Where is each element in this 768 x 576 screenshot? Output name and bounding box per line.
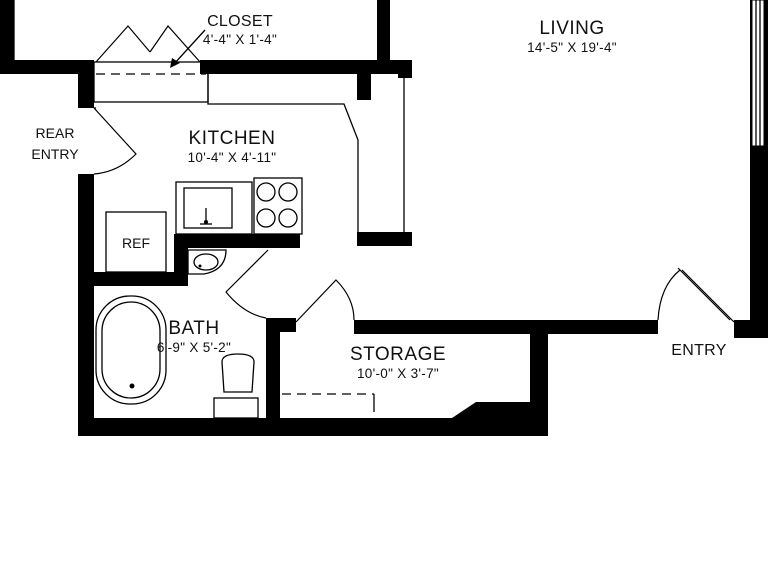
bath-name: BATH bbox=[168, 318, 219, 339]
label-ref: REF bbox=[122, 235, 150, 251]
entry-label: ENTRY bbox=[671, 342, 726, 359]
label-bath: BATH 6'-9" X 5'-2" bbox=[157, 318, 231, 355]
refrigerator bbox=[105, 211, 167, 273]
stove bbox=[253, 177, 303, 235]
walls bbox=[0, 0, 768, 436]
label-rear-entry: REAR ENTRY bbox=[31, 125, 79, 162]
rear-entry-line1: REAR bbox=[36, 125, 75, 141]
label-kitchen: KITCHEN 10'-4" X 4'-11" bbox=[188, 128, 277, 165]
kitchen-counter bbox=[207, 74, 405, 232]
label-living: LIVING 14'-5" X 19'-4" bbox=[527, 18, 617, 55]
label-storage: STORAGE 10'-0" X 3'-7" bbox=[350, 344, 446, 381]
storage-dims: 10'-0" X 3'-7" bbox=[357, 366, 439, 381]
storage-name: STORAGE bbox=[350, 344, 446, 365]
kitchen-dims: 10'-4" X 4'-11" bbox=[188, 150, 277, 165]
closet-dims: 4'-4" X 1'-4" bbox=[203, 32, 277, 47]
doors bbox=[93, 107, 735, 323]
closet-name: CLOSET bbox=[207, 13, 273, 30]
label-entry: ENTRY bbox=[671, 342, 726, 359]
label-closet: CLOSET 4'-4" X 1'-4" bbox=[203, 13, 277, 47]
closet-area bbox=[93, 25, 209, 103]
sink bbox=[175, 181, 253, 235]
rear-entry-line2: ENTRY bbox=[31, 146, 79, 162]
bath-fixtures bbox=[95, 249, 259, 419]
arrow-icon bbox=[170, 58, 180, 68]
ref-label: REF bbox=[122, 235, 150, 251]
kitchen-name: KITCHEN bbox=[189, 128, 276, 149]
thin-lines bbox=[13, 0, 761, 418]
bath-dims: 6'-9" X 5'-2" bbox=[157, 340, 231, 355]
living-name: LIVING bbox=[539, 18, 604, 39]
living-dims: 14'-5" X 19'-4" bbox=[527, 40, 617, 55]
storage-shelf bbox=[282, 393, 375, 412]
